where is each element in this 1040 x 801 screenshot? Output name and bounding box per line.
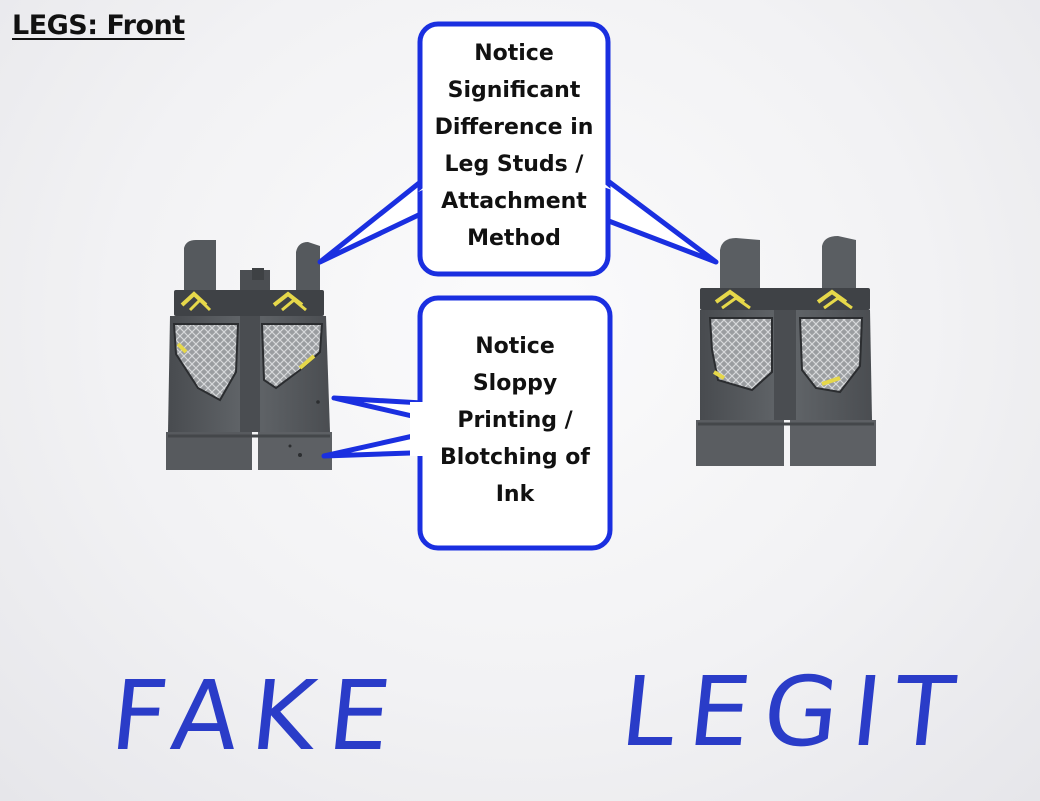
legit-print-left (708, 317, 773, 392)
fake-leg-left (166, 432, 252, 470)
callout-printing-bubble (321, 295, 613, 551)
callout-line: Notice (475, 334, 555, 359)
callout-line: Difference in (434, 115, 594, 140)
legit-leg-right (790, 420, 876, 466)
fake-leg-right (258, 432, 332, 470)
legit-hip-stud-left (720, 238, 760, 290)
callout-printing-text: Notice Sloppy Printing / Blotching of In… (420, 328, 610, 513)
fake-hip-stud-right (296, 242, 320, 290)
callout-line: Leg Studs / (444, 152, 584, 177)
legit-leg-left (696, 420, 784, 466)
legit-hip-stud-right (822, 236, 856, 290)
legit-label: LEGIT (616, 656, 974, 768)
legit-print-right (798, 317, 864, 394)
fake-label: FAKE (106, 660, 410, 772)
fake-print-right (260, 323, 324, 390)
callout-line: Method (467, 226, 561, 251)
callout-studs-bubble (317, 21, 719, 277)
fake-hip-stud-left (184, 240, 216, 290)
callout-line: Printing / (457, 408, 573, 433)
callout-line: Attachment (441, 189, 587, 214)
callout-line: Significant (447, 78, 581, 103)
page-title: LEGS: Front (12, 10, 185, 41)
callout-studs-text: Notice Significant Difference in Leg Stu… (420, 35, 608, 257)
fake-print-left (172, 323, 240, 402)
legit-legs (696, 236, 876, 466)
callout-line: Sloppy (472, 371, 558, 396)
callout-line: Ink (495, 482, 535, 507)
callout-line: Notice (474, 41, 554, 66)
callout-line: Blotching of (440, 445, 590, 470)
fake-legs (166, 240, 332, 470)
